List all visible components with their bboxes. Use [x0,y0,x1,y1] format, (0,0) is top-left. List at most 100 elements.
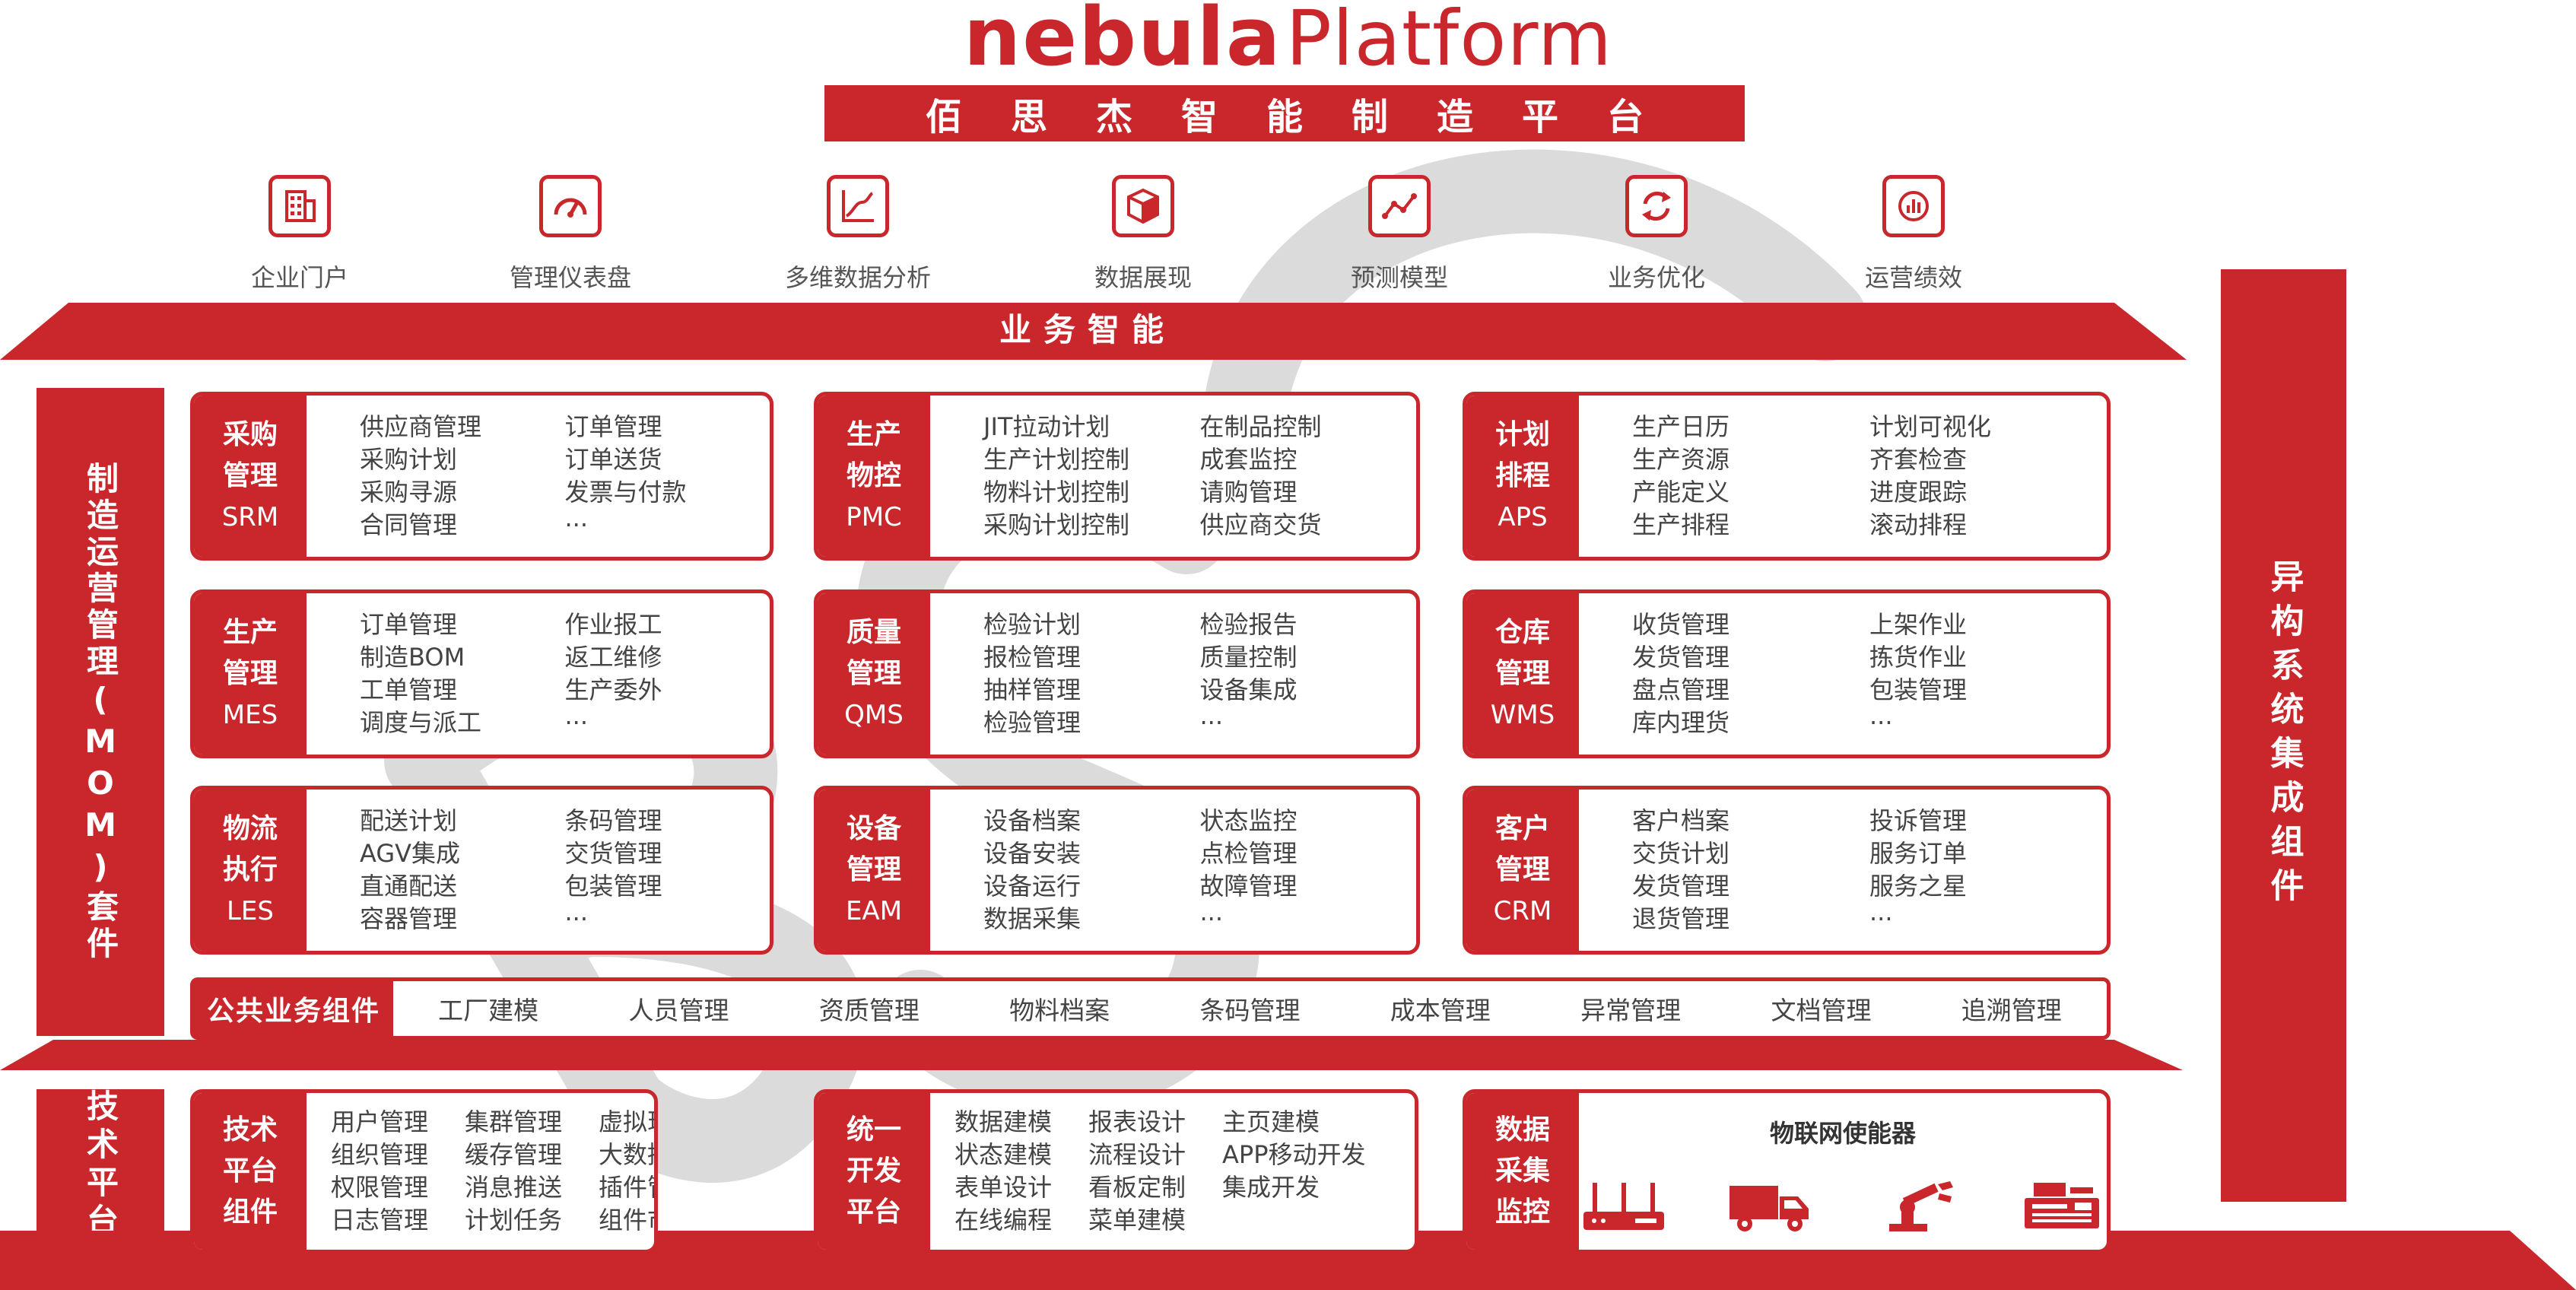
module-item: 发货管理 [1632,872,1730,901]
hetero-label: 异构系统集成组件 [2264,559,2304,912]
iot-icons [1582,1180,2104,1233]
title-platform: Platform [1285,0,1613,83]
mom-bar: 制造运营管理(MOM)套件 [37,388,164,1036]
tech-item: 用户管理 [331,1107,429,1136]
module-item: 包装管理 [564,872,662,901]
line-chart-icon [827,175,889,237]
module-item: 订单管理 [564,412,662,441]
module-item: 状态监控 [1199,806,1298,835]
tech-item: 集成开发 [1222,1173,1320,1202]
unified-dev-header: 统一 开发 平台 [818,1093,930,1250]
tech-item: 组件市场 [599,1206,654,1234]
platform-subtitle: 佰思杰智能制造平台 [925,96,1692,138]
tech-item: 插件管理 [599,1173,654,1202]
unified-dev-name: 统一 开发 平台 [846,1114,901,1228]
module-item: 上架作业 [1869,610,1968,639]
module-item: 盘点管理 [1632,675,1730,704]
module-item: 检验管理 [983,708,1082,737]
module-item: 退货管理 [1632,904,1730,933]
module-item: 生产排程 [1632,510,1730,539]
module-item: ··· [564,708,589,737]
module-code: WMS [1490,700,1555,730]
tech-components-module: 技术 平台 组件 用户管理集群管理虚拟现实组织管理缓存管理大数据支持权限管理消息… [190,1089,658,1253]
bi-label: 业务智能 [999,311,1176,348]
module-item: 采购计划控制 [983,510,1130,539]
module-item: 齐套检查 [1869,445,1968,474]
module-item: 物料计划控制 [983,478,1130,507]
tech-item: 大数据支持 [599,1140,654,1169]
data-collection-header: 数据 采集 监控 [1466,1093,1579,1250]
module-item: 设备集成 [1199,675,1298,704]
tech-item: APP移动开发 [1222,1140,1366,1169]
module-item: 调度与派工 [360,708,482,737]
module-item: 直通配送 [360,872,458,901]
module-item: AGV集成 [360,839,461,868]
tech-item: 菜单建模 [1088,1206,1186,1234]
public-component-item: 文档管理 [1771,996,1872,1025]
bi-item-label: 管理仪表盘 [509,263,631,292]
module-item: 拣货作业 [1869,643,1968,672]
module-name: 物流 执行 [222,813,278,885]
module-name: 质量 管理 [846,617,901,689]
module-item: 发票与付款 [564,478,687,507]
module-items: 客户档案投诉管理交货计划服务订单发货管理服务之星退货管理··· [1579,790,2107,951]
tech-bar: 技术平台 [37,1089,164,1241]
module-name: 仓库 管理 [1494,617,1550,689]
public-component-item: 物料档案 [1009,996,1110,1025]
module-item: ··· [564,510,589,539]
module-item: JIT拉动计划 [983,412,1110,441]
public-component-item: 工厂建模 [438,996,539,1025]
module-item: 设备安装 [983,839,1082,868]
module-item: 供应商交货 [1199,510,1322,539]
module-item: 采购寻源 [360,478,458,507]
module-code: MES [222,700,278,730]
module-item: 服务订单 [1869,839,1968,868]
module-item: 成套监控 [1199,445,1298,474]
module-item: 容器管理 [360,904,458,933]
mom-floor [0,1040,2183,1070]
module-item: 工单管理 [360,675,458,704]
public-component-item: 资质管理 [818,996,920,1025]
title-nebula: nebula [963,0,1282,84]
module-name: 设备 管理 [846,813,901,885]
tech-item: 组织管理 [331,1140,429,1169]
iot-body: 物联网使能器 [1579,1093,2107,1250]
tech-item: 消息推送 [465,1173,563,1202]
data-collection-module: 数据 采集 监控 物联网使能器 [1463,1089,2111,1253]
bi-item-label: 多维数据分析 [784,263,931,292]
module-name: 计划 排程 [1494,419,1550,491]
bi-item-label: 业务优化 [1607,263,1705,292]
module-header: 仓库 管理 WMS [1466,593,1579,755]
tech-item: 在线编程 [954,1206,1053,1234]
tech-item: 数据建模 [954,1107,1053,1136]
module-item: 检验计划 [983,610,1082,639]
module-item: 服务之星 [1869,872,1968,901]
module-code: PMC [846,502,902,532]
module-item: 库内理货 [1632,708,1730,737]
module-items: 生产日历计划可视化生产资源齐套检查产能定义进度跟踪生产排程滚动排程 [1579,396,2107,557]
tech-item: 缓存管理 [465,1140,563,1169]
public-component-item: 异常管理 [1580,996,1682,1025]
public-component-item: 追溯管理 [1961,996,2062,1025]
module-items: JIT拉动计划在制品控制生产计划控制成套监控物料计划控制请购管理采购计划控制供应… [930,396,1416,557]
tech-item: 虚拟现实 [599,1107,654,1136]
tech-item: 看板定制 [1088,1173,1186,1202]
bi-item-label: 企业门户 [250,263,348,292]
public-component-item: 成本管理 [1390,996,1491,1025]
module-item: 生产委外 [564,675,662,704]
tech-label: 技术平台 [81,1089,119,1241]
machine-icon [2025,1183,2099,1228]
tech-components-name: 技术 平台 组件 [222,1114,278,1228]
mom-label: 制造运营管理(MOM)套件 [81,461,119,963]
module-item: 报检管理 [983,643,1082,672]
module-item: 质量控制 [1199,643,1298,672]
tech-item: 流程设计 [1088,1140,1186,1169]
